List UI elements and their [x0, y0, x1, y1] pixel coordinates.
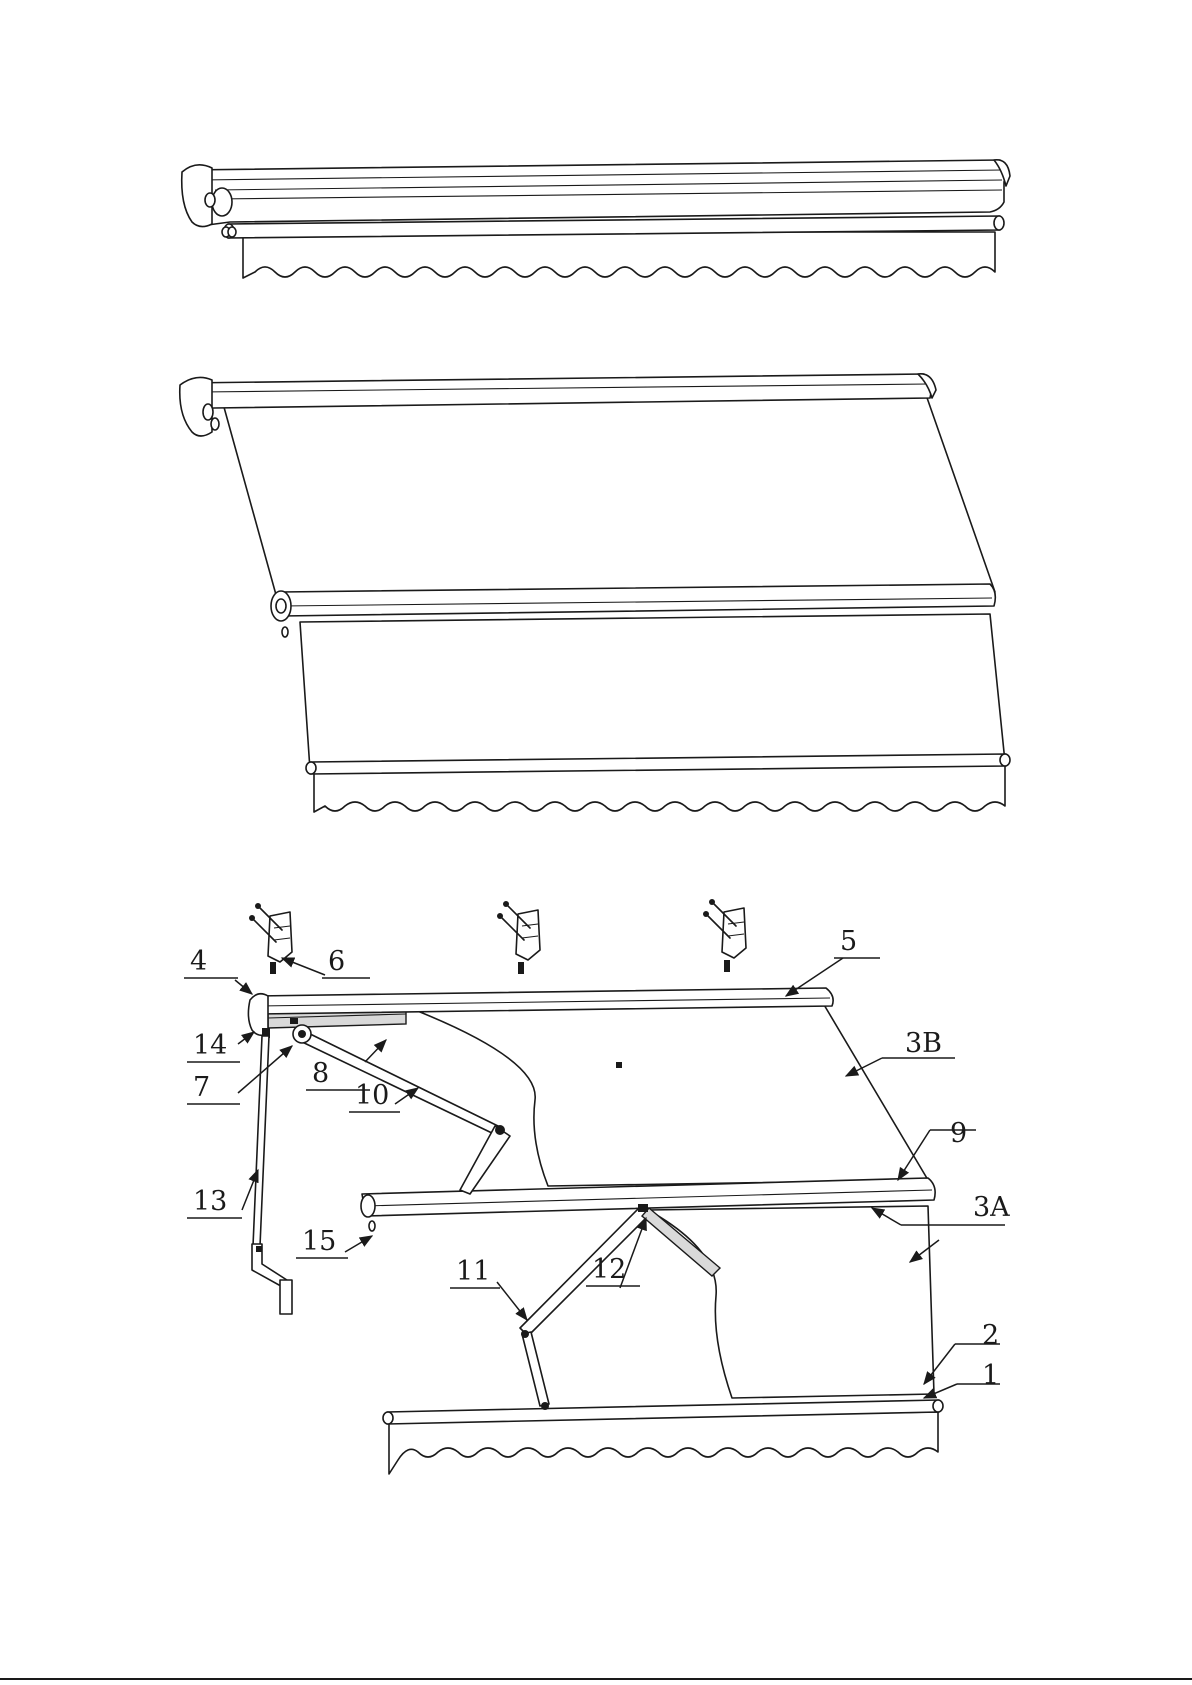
callout-label-5: 5: [840, 926, 857, 957]
page-bottom-rule: [0, 1678, 1192, 1680]
closed-cassette: [186, 160, 1005, 226]
callout-label-11: 11: [456, 1256, 490, 1287]
callout-label-1: 1: [982, 1360, 999, 1391]
half-open-awning-view: [180, 374, 1010, 812]
wall-bracket-right: [703, 899, 746, 972]
lower-fabric: [300, 614, 1005, 770]
callout-label-3a: 3A: [973, 1192, 1010, 1223]
callout-label-6: 4: [190, 946, 207, 977]
callout-label-3b: 3B: [905, 1028, 942, 1059]
closed-awning-view: [182, 160, 1010, 278]
wall-bracket-center: [497, 901, 540, 974]
wall-bracket-left: [249, 903, 292, 974]
exploded-view: [248, 899, 943, 1474]
lower-arm-link: [522, 1332, 549, 1406]
upper-arm-elbow: [460, 1126, 510, 1194]
callout-label-8: 7: [193, 1072, 210, 1103]
callout-label-12: 12: [592, 1254, 626, 1285]
fabric-3a: [648, 1206, 934, 1398]
upper-fabric: [222, 392, 995, 602]
lower-arm: [520, 1206, 650, 1336]
callout-label-15: 15: [302, 1226, 336, 1257]
callout-label-13: 13: [193, 1186, 227, 1217]
callout-label-2: 2: [982, 1320, 999, 1351]
closed-valance: [243, 232, 995, 278]
callout-label-4: 9: [950, 1118, 967, 1149]
callout-label-14: 14: [193, 1030, 227, 1061]
callout-label-10: 10: [355, 1080, 389, 1111]
callout-label-7: 6: [328, 946, 345, 977]
callout-label-9: 8: [312, 1058, 329, 1089]
